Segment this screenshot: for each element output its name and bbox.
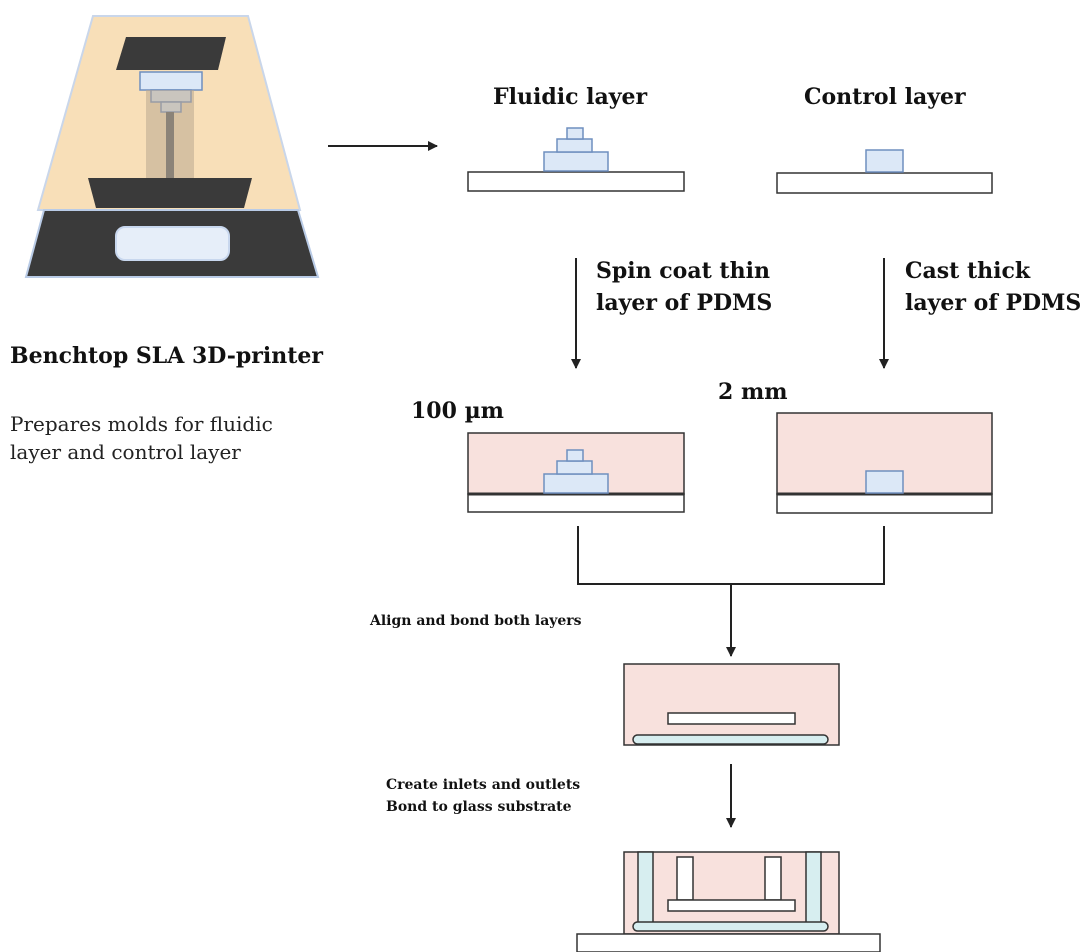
inlets-line-2: Bond to glass substrate: [386, 799, 572, 815]
printer-description-line-2: layer and control layer: [10, 440, 241, 464]
printer-resin-tank: [88, 178, 252, 208]
control-mold: [776, 149, 993, 194]
spin-coat-line-1: Spin coat thin: [596, 258, 770, 284]
printer-build-plate: [116, 37, 226, 70]
printer-description: Prepares molds for fluidic layer and con…: [10, 410, 273, 466]
printer-title: Benchtop SLA 3D-printer: [10, 343, 323, 369]
printer-carriage: [139, 71, 203, 91]
align-bond-label: Align and bond both layers: [370, 613, 582, 629]
control-layer-label: Control layer: [804, 84, 966, 110]
bonded-device: [623, 663, 840, 746]
inlets-line-1: Create inlets and outlets: [386, 777, 581, 793]
fluidic-layer-label: Fluidic layer: [493, 84, 648, 110]
fluidic-pdms-layer: [467, 432, 685, 513]
spin-coat-line-2: layer of PDMS: [596, 290, 773, 316]
printer-illustration: [24, 15, 320, 278]
final-device: [576, 851, 881, 952]
spin-coat-label: Spin coat thin layer of PDMS: [596, 255, 772, 319]
inlets-label: Create inlets and outlets Bond to glass …: [386, 774, 580, 818]
cast-label: Cast thick layer of PDMS: [905, 255, 1081, 319]
merge-bracket: [577, 526, 885, 585]
thick-thickness-label: 2 mm: [718, 379, 788, 405]
printer-description-line-1: Prepares molds for fluidic: [10, 412, 273, 436]
printer-rod: [166, 112, 174, 180]
cast-line-2: layer of PDMS: [905, 290, 1082, 316]
control-pdms-layer: [776, 412, 993, 514]
fluidic-mold: [467, 127, 685, 192]
cast-line-1: Cast thick: [905, 258, 1031, 284]
printer-display: [115, 226, 230, 261]
thin-thickness-label: 100 µm: [411, 398, 504, 424]
